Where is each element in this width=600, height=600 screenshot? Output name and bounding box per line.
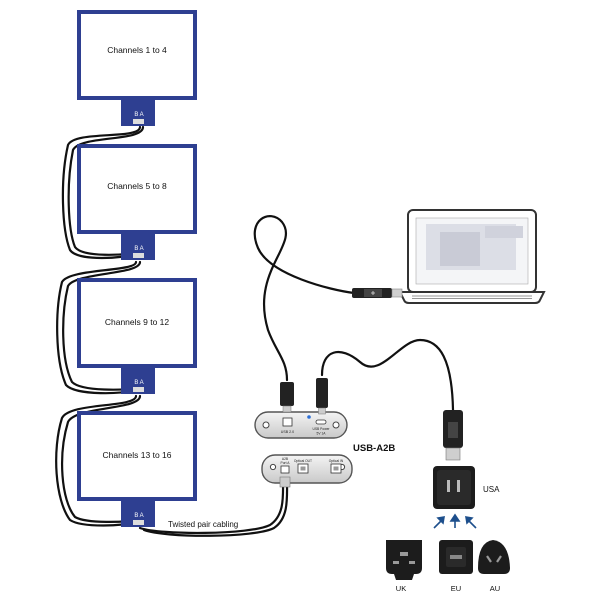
pin-header <box>133 253 144 258</box>
laptop-base <box>398 291 546 304</box>
pin-header <box>133 520 144 525</box>
usa-adapter <box>433 466 475 509</box>
screw-left <box>262 421 270 429</box>
cables <box>55 125 455 537</box>
board-pins: B A <box>134 380 143 386</box>
usa-label: USA <box>483 485 500 494</box>
board-label: Channels 13 to 16 <box>103 450 172 460</box>
a2b-plug <box>279 476 291 488</box>
pin-header <box>133 119 144 124</box>
board-frame <box>77 144 197 234</box>
board-2: Channels 5 to 8 B A <box>77 144 197 260</box>
power-plug-usb <box>443 410 463 461</box>
converter-body <box>254 411 348 439</box>
converter-name: USB-A2B <box>353 443 395 454</box>
usb-power-cable <box>320 338 455 412</box>
chain-cable-3-4b <box>61 394 142 523</box>
board-pins: B A <box>134 246 143 252</box>
chain-cable-2-3b <box>62 260 142 391</box>
laptop <box>398 209 546 304</box>
board-4: Channels 13 to 16 B A <box>77 411 197 527</box>
board-label: Channels 1 to 4 <box>107 45 167 55</box>
adapter-arrows <box>433 513 477 529</box>
screw-right <box>332 421 340 429</box>
usbc-power-port[interactable] <box>315 419 327 425</box>
au-plug <box>478 540 510 574</box>
converter-front: USB 2.0 USB Power 5V 1A <box>254 411 348 439</box>
board-frame <box>77 10 197 100</box>
chain-cable-2-3 <box>56 260 138 395</box>
eu-label: EU <box>451 584 461 593</box>
screw-left <box>269 463 277 471</box>
adapter-face <box>437 470 471 505</box>
a2b-port-label-1: A2B <box>282 457 289 461</box>
laptop-keyboard <box>412 295 532 299</box>
usb-b-plug <box>280 382 294 413</box>
uk-label: UK <box>396 584 406 593</box>
status-led <box>307 415 311 419</box>
board-frame <box>77 411 197 501</box>
chain-cable-3-4 <box>55 394 138 527</box>
board-pins: B A <box>134 513 143 519</box>
board-pins: B A <box>134 112 143 118</box>
cable-label: Twisted pair cabling <box>168 520 238 529</box>
optical-out-label: Optical OUT <box>294 459 312 463</box>
uk-plug <box>386 540 422 580</box>
usb-power-label-1: USB Power <box>312 427 330 431</box>
board-1: Channels 1 to 4 B A <box>77 10 197 126</box>
converter-back: A2B Port A Optical OUT Optical IN <box>261 454 353 484</box>
usb20-label: USB 2.0 <box>281 430 294 434</box>
a2b-cable <box>138 476 285 534</box>
usb-c-plug <box>316 378 328 415</box>
a2b-port[interactable] <box>280 465 290 474</box>
chain-cable-1-2b <box>67 125 145 256</box>
usb-power-label-2: 5V 1A <box>317 432 327 436</box>
laptop-window-b <box>440 232 480 266</box>
pin-header <box>133 387 144 392</box>
usb20-port[interactable] <box>282 417 293 427</box>
chain-cable-1-2 <box>61 125 142 260</box>
usb-data-cable <box>253 215 356 382</box>
optical-in-label: Optical IN <box>329 459 344 463</box>
board-label: Channels 5 to 8 <box>107 181 167 191</box>
au-label: AU <box>490 584 500 593</box>
a2b-cable-b <box>142 478 289 537</box>
board-3: Channels 9 to 12 B A <box>77 278 197 394</box>
laptop-usb-plug <box>352 288 403 298</box>
eu-plug <box>439 540 473 574</box>
a2b-port-label-2: Port A <box>281 461 291 465</box>
laptop-window-c <box>485 226 523 238</box>
board-label: Channels 9 to 12 <box>105 317 170 327</box>
